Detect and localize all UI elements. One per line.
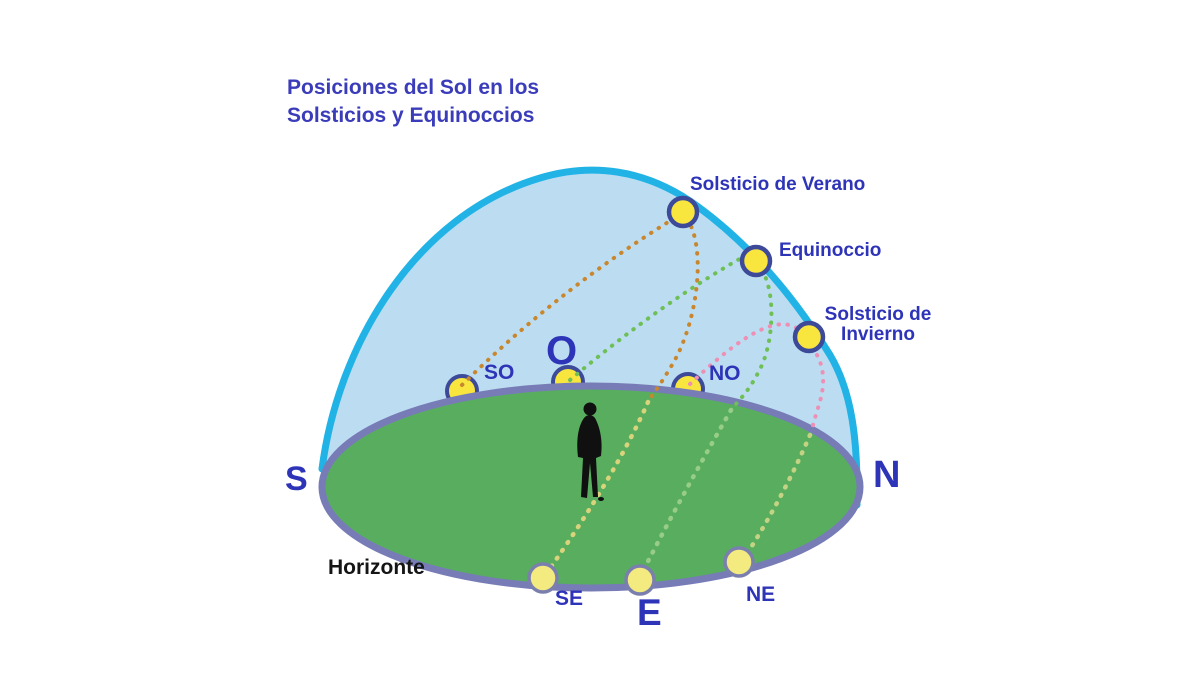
label-west: O: [546, 329, 578, 373]
label-northeast: NE: [746, 583, 776, 606]
winter-path-over-ground: [740, 432, 813, 563]
label-southwest: SO: [484, 361, 515, 384]
summer-path-over-ground: [543, 399, 651, 577]
label-winter-solstice: Solsticio de Invierno: [822, 305, 934, 345]
ground-ellipse: [318, 382, 864, 592]
label-north: N: [873, 454, 901, 496]
winter-path-sky-rising: [810, 353, 826, 432]
title-line-1: Posiciones del Sol en los: [287, 76, 540, 99]
label-southeast: SE: [555, 587, 584, 610]
label-horizon: Horizonte: [328, 556, 425, 579]
sun-equinox: [739, 244, 773, 278]
label-northwest: NO: [709, 362, 741, 385]
dome-rim: [318, 166, 861, 509]
winter-path-sky-setting: [688, 322, 800, 386]
sun-east: [624, 564, 656, 596]
label-south: S: [285, 460, 308, 498]
sun-winter-solstice: [792, 320, 826, 354]
label-east: E: [637, 592, 662, 633]
label-equinox: Equinoccio: [779, 240, 882, 261]
sun-summer-solstice: [666, 195, 700, 229]
observer-person: [577, 402, 604, 501]
sun-northeast: [723, 546, 755, 578]
label-winter-solstice-line2: Invierno: [841, 323, 915, 345]
title-line-2: Solsticios y Equinoccios: [287, 104, 535, 127]
diagram-title: Posiciones del Sol en los Solsticios y E…: [287, 74, 539, 130]
equinox-path-over-ground: [639, 407, 734, 576]
equinox-path-sky-setting: [568, 251, 752, 382]
label-winter-solstice-line1: Solsticio de: [824, 304, 932, 325]
summer-path-sky-setting: [460, 214, 680, 387]
label-summer-solstice: Solsticio de Verano: [690, 174, 866, 195]
summer-path-sky-rising: [649, 217, 700, 399]
sun-southeast: [527, 562, 559, 594]
